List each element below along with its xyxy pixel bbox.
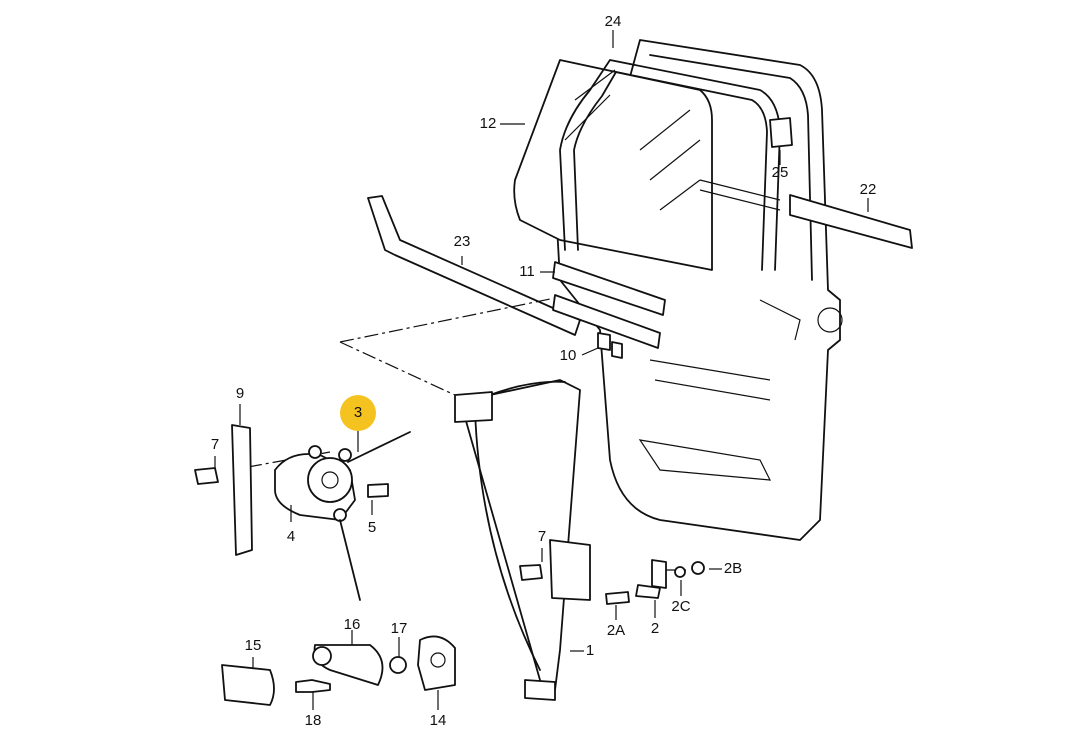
guide-clips-10 [597, 332, 623, 359]
label-part-2c: 2C [671, 598, 690, 615]
screw-18 [295, 679, 331, 693]
label-part-15: 15 [245, 637, 262, 654]
label-part-5: 5 [368, 519, 376, 536]
guide-rail-11 [552, 261, 666, 316]
label-part-2b: 2B [724, 560, 742, 577]
rail-22 [789, 194, 913, 249]
glass-panel-12 [513, 59, 713, 271]
label-part-14: 14 [430, 712, 447, 729]
label-part-1: 1 [586, 642, 594, 659]
label-part-12: 12 [480, 115, 497, 132]
label-part-4: 4 [287, 528, 295, 545]
leader-lines [214, 30, 869, 710]
label-part-3: 3 [354, 404, 362, 421]
label-part-16: 16 [344, 616, 361, 633]
label-part-22: 22 [860, 181, 877, 198]
clip-parts-2 [605, 559, 705, 605]
seal-strip-23 [367, 195, 581, 336]
label-part-9: 9 [236, 385, 244, 402]
label-part-10: 10 [560, 347, 577, 364]
label-part-7-upper: 7 [211, 436, 219, 453]
label-part-2a: 2A [607, 622, 625, 639]
label-part-24: 24 [605, 13, 622, 30]
part-labels: 24 12 25 22 23 11 10 9 3 7 4 5 7 1 2B 2A… [211, 13, 877, 729]
washer-17 [389, 656, 407, 674]
label-part-17: 17 [391, 620, 408, 637]
motor-4 [194, 424, 543, 601]
handle-parts [221, 635, 456, 706]
label-part-2: 2 [651, 620, 659, 637]
window-seal-24 [559, 59, 781, 271]
clip-25 [769, 117, 793, 148]
guide-rail-10 [552, 294, 661, 349]
window-regulator-1 [454, 379, 591, 701]
trim-cover-15 [221, 664, 275, 706]
highlight-marker-part-3 [340, 395, 376, 431]
label-part-18: 18 [305, 712, 322, 729]
label-part-23: 23 [454, 233, 471, 250]
escutcheon-14 [417, 635, 456, 691]
label-part-25: 25 [772, 164, 789, 181]
label-part-11: 11 [519, 263, 535, 280]
label-part-7-lower: 7 [538, 528, 546, 545]
